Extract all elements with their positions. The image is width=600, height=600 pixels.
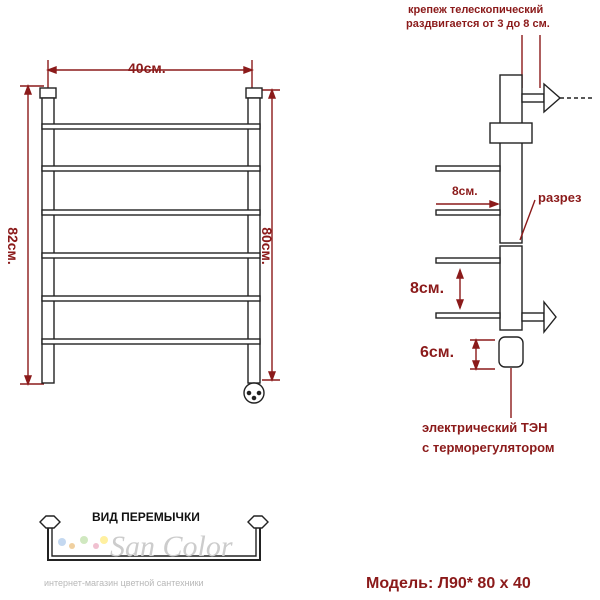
mount-note-line1: крепеж телескопический <box>408 4 544 16</box>
depth-label: 8см. <box>452 184 478 198</box>
wall-plate-upper-icon <box>543 82 562 114</box>
rung <box>41 295 261 302</box>
wall-bracket-lower <box>521 312 545 322</box>
right-height-dimension <box>262 88 280 382</box>
watermark-brand: San Color <box>110 530 233 563</box>
rung-gap-label: 8см. <box>410 280 445 297</box>
side-view <box>435 35 592 418</box>
mount-note-line2: раздвигается от 3 до 8 см. <box>406 18 550 30</box>
height-right-label: 80см. <box>258 227 275 265</box>
wall-plate-lower-icon <box>543 300 557 334</box>
cut-label: разрез <box>538 190 582 205</box>
model-label: Модель: Л90* 80 х 40 <box>366 575 531 592</box>
bridge-view <box>39 515 269 561</box>
width-dimension <box>46 60 254 90</box>
watermark-logo-icon <box>58 536 108 549</box>
heater-connector-icon <box>243 382 265 404</box>
depth-dimension <box>436 199 500 209</box>
side-rung <box>435 165 501 172</box>
heater-note-line1: электрический ТЭН <box>422 420 548 435</box>
left-height-dimension <box>20 84 44 386</box>
rung <box>41 165 261 172</box>
heater-note-line2: с терморегулятором <box>422 440 555 455</box>
side-rung <box>435 209 501 216</box>
watermark-tagline: интернет-магазин цветной сантехники <box>44 578 204 588</box>
telescopic-sleeve <box>489 122 533 144</box>
side-rung <box>435 312 501 319</box>
right-top-cap <box>245 87 263 99</box>
rung-gap-dimension <box>455 268 465 310</box>
height-left-label: 82см. <box>4 227 21 265</box>
heater-body <box>498 336 524 368</box>
side-rung <box>435 257 501 264</box>
cut-leader <box>519 199 536 241</box>
side-post-lower <box>499 245 523 331</box>
bridge-pipe <box>47 528 261 561</box>
rung <box>41 209 261 216</box>
rung <box>41 123 261 130</box>
bridge-right-nut-icon <box>247 515 269 529</box>
rung <box>41 252 261 259</box>
mount-note-leader <box>521 35 541 88</box>
bridge-title: ВИД ПЕРЕМЫЧКИ <box>92 510 200 524</box>
wall-bracket-upper <box>521 93 545 103</box>
width-label: 40см. <box>128 60 166 76</box>
bridge-left-nut-icon <box>39 515 61 529</box>
rung <box>41 338 261 345</box>
front-view <box>20 60 280 404</box>
heater-label: 6см. <box>420 344 455 361</box>
side-post-upper <box>499 74 523 244</box>
heater-dimension <box>470 338 495 371</box>
left-top-cap <box>39 87 57 99</box>
